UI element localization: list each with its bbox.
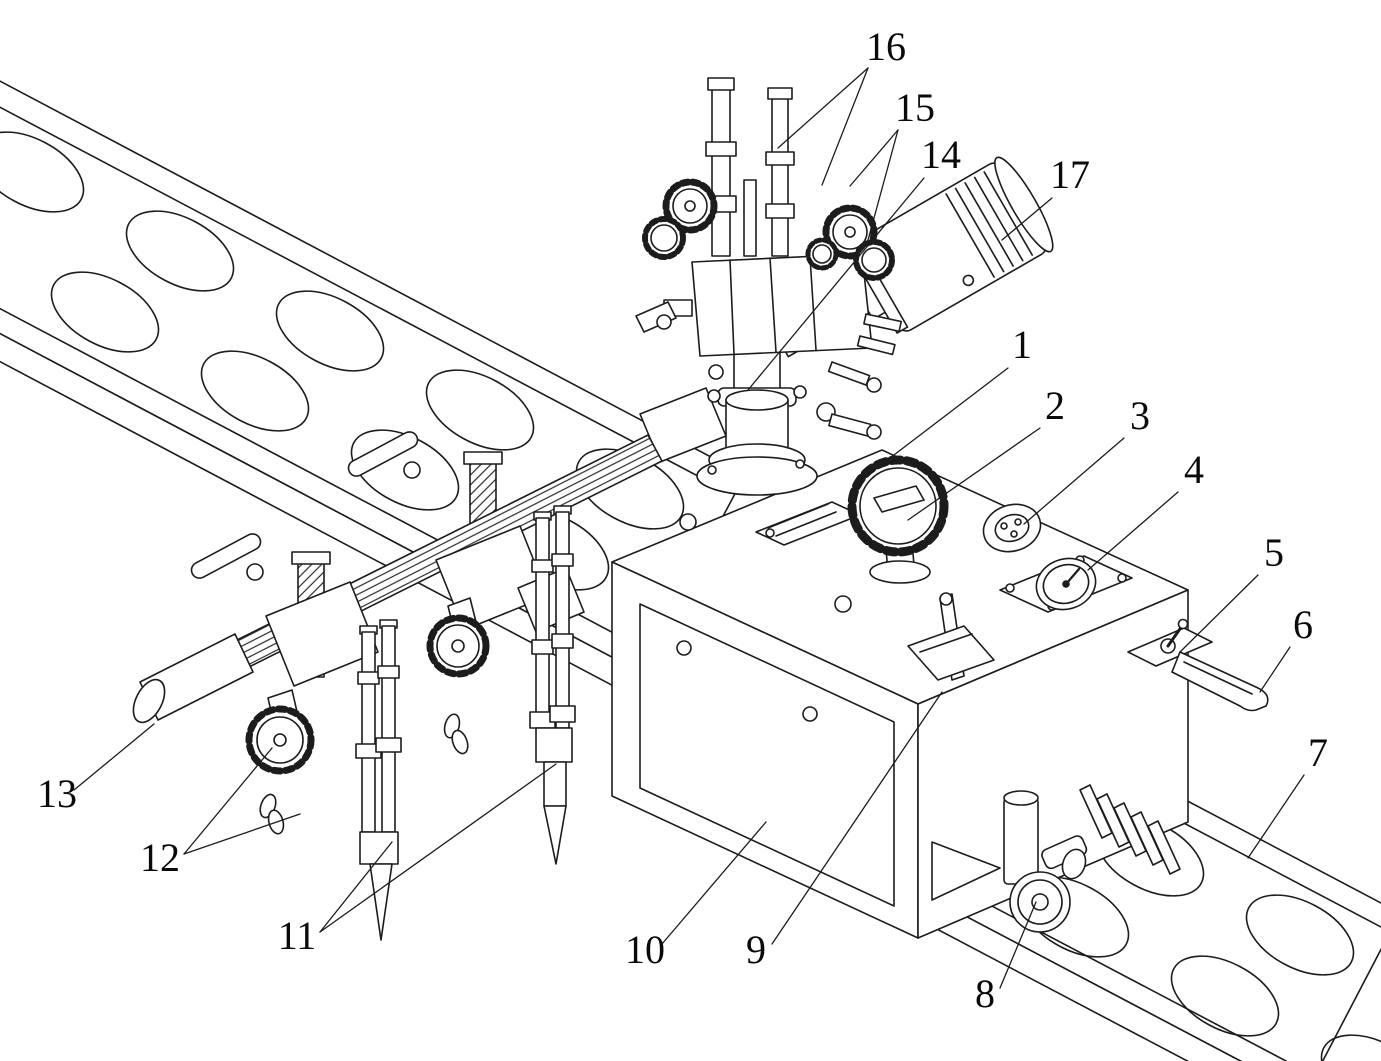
carry-handle[interactable] <box>1171 651 1269 712</box>
bolt-icon <box>802 706 818 722</box>
leader-line-16 <box>777 67 869 149</box>
clutch-lever[interactable] <box>907 592 995 681</box>
leader-line-4 <box>1087 491 1179 571</box>
rod-smooth-end <box>139 633 254 721</box>
leader-line-16 <box>821 67 869 186</box>
gas-inlet-tubes <box>705 77 795 257</box>
callout-label-13: 13 <box>37 771 77 816</box>
bolt-icon <box>676 640 692 656</box>
wing-lever[interactable] <box>635 301 677 333</box>
leader-line-9 <box>771 691 943 945</box>
callout-label-12: 12 <box>140 835 180 880</box>
speed-handwheel[interactable] <box>847 455 949 584</box>
leader-line-17 <box>1001 197 1053 241</box>
callout-label-16: 16 <box>866 24 906 69</box>
slide-block-left <box>265 581 379 687</box>
cutting-torch-left <box>355 619 402 941</box>
leader-line-14 <box>747 177 925 391</box>
leader-line-5 <box>1179 574 1259 653</box>
guide-roller <box>1061 848 1087 880</box>
drive-wheel-unit <box>931 790 1088 933</box>
body-right-face <box>917 589 1189 939</box>
callout-label-5: 5 <box>1264 530 1284 575</box>
leader-line-13 <box>73 723 155 791</box>
callout-label-8: 8 <box>975 971 995 1016</box>
leader-line-2 <box>907 427 1041 521</box>
callout-label-9: 9 <box>746 927 766 972</box>
leader-line-11 <box>319 763 557 933</box>
callout-label-7: 7 <box>1308 730 1328 775</box>
bolt-icon <box>834 595 852 613</box>
callout-label-6: 6 <box>1293 602 1313 647</box>
power-socket[interactable] <box>977 497 1046 559</box>
leader-line-1 <box>889 367 1009 459</box>
callout-label-15: 15 <box>895 85 935 130</box>
leader-line-11 <box>319 841 393 933</box>
left-panel-inset <box>639 603 895 907</box>
leader-line-12 <box>183 813 301 855</box>
clamp-knob-right[interactable] <box>426 597 490 678</box>
toggle-switch[interactable] <box>1127 618 1213 667</box>
callout-label-3: 3 <box>1130 393 1150 438</box>
leader-line-15 <box>867 129 899 241</box>
wheel-guard <box>931 841 1001 901</box>
torch-head-assembly <box>635 77 1054 496</box>
valve-handwheels[interactable] <box>642 178 895 281</box>
hose-barb-icon <box>863 313 903 333</box>
callout-label-1: 1 <box>1012 322 1032 367</box>
leader-line-7 <box>1247 774 1305 859</box>
callout-label-2: 2 <box>1045 383 1065 428</box>
chain-links <box>259 713 469 835</box>
cross-feed-assembly <box>132 387 727 941</box>
leader-line-15 <box>849 129 899 187</box>
callout-label-14: 14 <box>921 132 961 177</box>
clamp-knob-left[interactable] <box>245 689 315 775</box>
leader-line-10 <box>661 821 767 945</box>
pressure-gauge <box>999 555 1133 613</box>
callout-label-11: 11 <box>278 913 317 958</box>
torch-mount-column <box>696 329 818 496</box>
machine-body <box>611 449 1269 939</box>
valve-manifold <box>663 253 903 440</box>
cutting-torch-right <box>517 505 585 865</box>
callout-label-10: 10 <box>625 927 665 972</box>
leader-line-8 <box>999 901 1037 989</box>
callout-label-4: 4 <box>1184 447 1204 492</box>
leader-line-3 <box>1023 437 1125 525</box>
drain-lever[interactable] <box>828 413 872 437</box>
valve-lever-left[interactable] <box>189 531 264 581</box>
nozzle-tip-right <box>543 805 567 865</box>
vent-ribs <box>1079 784 1181 875</box>
leader-line-12 <box>183 747 273 855</box>
nozzle-tip-left <box>369 863 393 941</box>
callout-label-17: 17 <box>1050 152 1090 197</box>
valve-lever-right[interactable] <box>346 429 421 479</box>
hose-barb-icon <box>827 361 871 386</box>
wheel-post <box>1003 797 1039 885</box>
bolt-icon <box>679 513 697 531</box>
hose-barb-icon <box>856 335 896 356</box>
leader-line-6 <box>1259 646 1291 693</box>
